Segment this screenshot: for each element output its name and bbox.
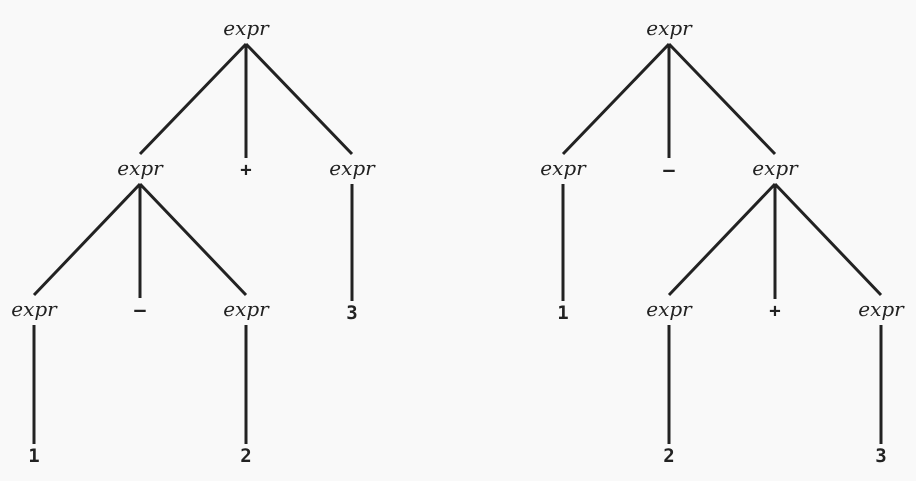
terminal-node: – <box>134 299 146 321</box>
tree-edge <box>561 42 671 156</box>
tree-edge <box>773 182 883 297</box>
terminal-node: 1 <box>28 445 39 467</box>
nonterminal-node: expr <box>117 156 164 180</box>
terminal-node: 1 <box>557 302 568 324</box>
tree-edge <box>667 182 777 297</box>
tree-edges <box>32 42 883 444</box>
terminal-node: + <box>769 300 780 322</box>
nonterminal-node: expr <box>646 297 693 321</box>
nonterminal-node: expr <box>752 156 799 180</box>
terminal-node: 3 <box>875 445 886 467</box>
tree-edge <box>138 42 248 156</box>
tree-edge <box>138 182 248 297</box>
nonterminal-node: expr <box>540 156 587 180</box>
terminal-node: – <box>663 159 675 181</box>
terminal-node: 2 <box>240 445 251 467</box>
nonterminal-node: expr <box>858 297 905 321</box>
terminal-node: 3 <box>346 302 357 324</box>
nonterminal-node: expr <box>223 297 270 321</box>
tree-labels: expr expr + expr expr – expr 3 1 2 expr expr – expr 1 e… <box>11 16 905 467</box>
tree-edge <box>667 42 777 156</box>
terminal-node: + <box>240 159 251 181</box>
nonterminal-node: expr <box>11 297 58 321</box>
terminal-node: 2 <box>663 445 674 467</box>
tree-edge <box>32 182 142 297</box>
nonterminal-node: expr <box>329 156 376 180</box>
nonterminal-node: expr <box>223 16 270 40</box>
nonterminal-node: expr <box>646 16 693 40</box>
tree-edge <box>244 42 354 156</box>
